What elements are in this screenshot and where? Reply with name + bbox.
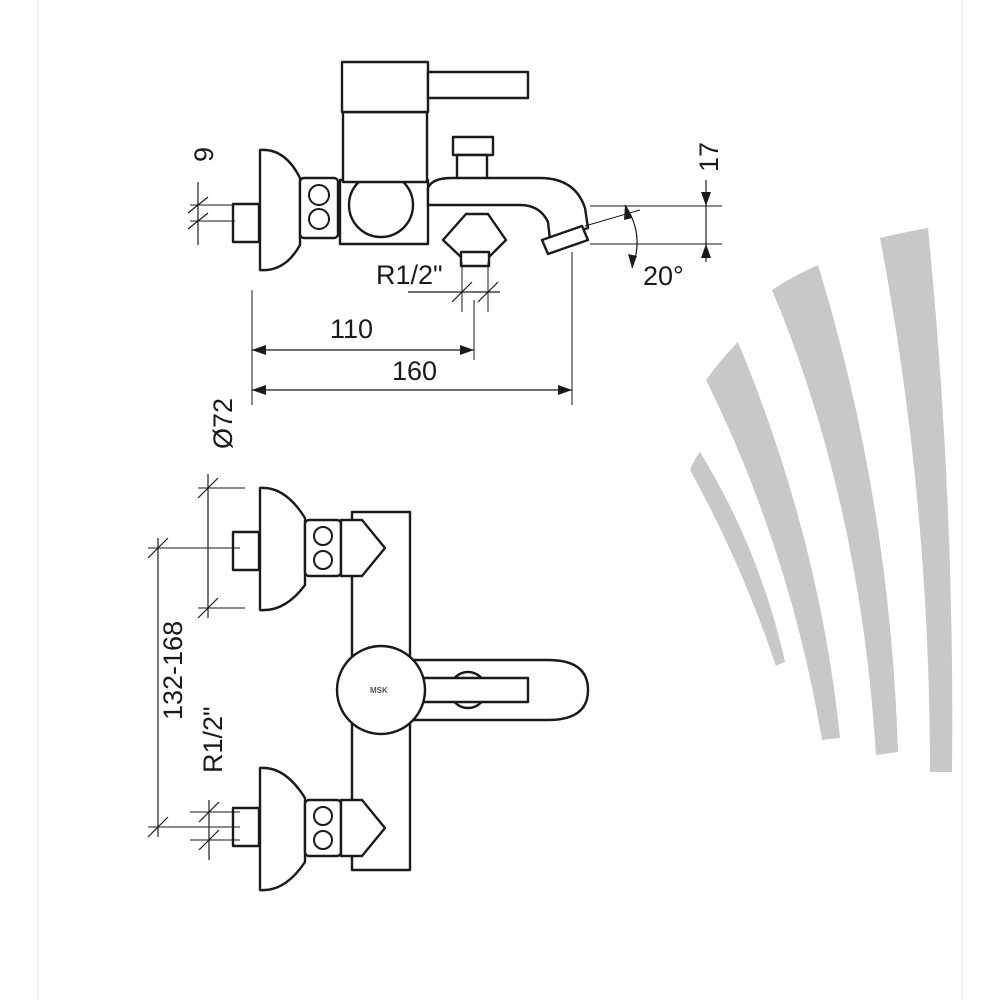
stripe-3 <box>706 342 840 740</box>
nut-lower-hole-2 <box>313 830 333 850</box>
wall-connector-upper <box>231 530 261 572</box>
lever-bar <box>418 676 530 704</box>
dimension-angle-label: 20° <box>643 261 684 291</box>
brand-mark: MSK <box>370 686 388 695</box>
diverter-knob <box>451 135 495 157</box>
spout <box>426 176 590 242</box>
rosette-upper <box>258 486 307 612</box>
wall-connector-top <box>231 202 261 244</box>
dimension-110: 110 <box>251 290 475 405</box>
dimension-110-label: 110 <box>330 314 373 344</box>
bath-inlet-nipple <box>459 250 491 268</box>
dimension-thread-top: R1/2" <box>376 260 500 312</box>
lever-handle <box>426 70 530 100</box>
front-elevation-view: MSK <box>231 486 590 892</box>
stripe-2 <box>772 265 898 755</box>
side-elevation-view <box>231 60 590 272</box>
rosette-lower <box>258 766 307 892</box>
dimension-diameter: Ø72 <box>197 398 245 619</box>
hex-lower <box>339 798 387 858</box>
dimension-centres: 132-168 <box>147 537 240 838</box>
nut-upper-hole-1 <box>313 526 333 546</box>
rosette-top <box>258 148 302 272</box>
dimension-17-label: 17 <box>694 142 724 172</box>
stripe-1 <box>880 228 953 772</box>
nut-hole-1 <box>308 184 330 206</box>
dimension-thread-top-label: R1/2" <box>376 260 443 290</box>
dimension-thread-side: R1/2" <box>190 706 240 860</box>
dimension-diameter-label: Ø72 <box>208 398 238 449</box>
stripe-4 <box>690 452 785 666</box>
hex-upper <box>339 518 387 578</box>
dimension-9-label: 9 <box>189 147 219 162</box>
lever-head <box>340 60 430 114</box>
dimension-thread-side-label: R1/2" <box>198 706 228 773</box>
knurled-nut-lower <box>303 798 343 858</box>
dimension-centres-label: 132-168 <box>158 621 188 720</box>
watermark-stripes <box>690 228 953 772</box>
knurled-nut-upper <box>303 518 343 578</box>
nut-hole-2 <box>308 208 330 230</box>
dimension-160: 160 <box>252 252 573 405</box>
upper-body <box>341 110 429 184</box>
mixer-knob <box>335 644 427 736</box>
dimension-160-label: 160 <box>392 356 437 386</box>
dimension-17: 17 <box>590 142 724 262</box>
dimension-9: 9 <box>187 147 235 245</box>
nut-upper-hole-2 <box>313 550 333 570</box>
diverter-stem <box>455 153 489 182</box>
dimension-angle: 20° <box>584 204 684 291</box>
nut-lower-hole-1 <box>313 806 333 826</box>
aerator <box>540 224 590 256</box>
